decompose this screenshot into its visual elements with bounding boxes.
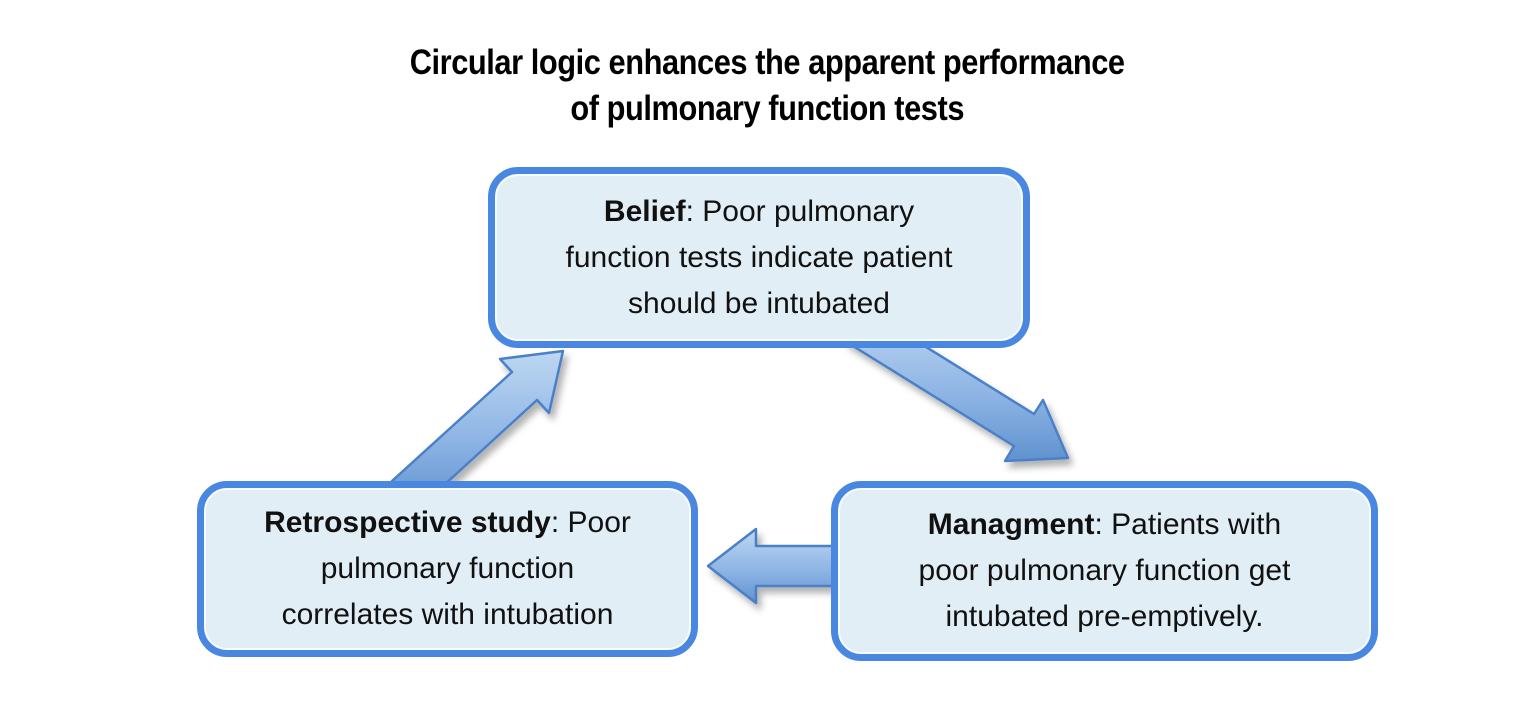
box-management-line3: intubated pre-emptively. (945, 600, 1264, 633)
box-management-label: Managment (927, 508, 1095, 541)
diagram-title: Circular logic enhances the apparent per… (0, 40, 1535, 132)
box-belief-label: Belief (603, 194, 686, 228)
box-belief-line2: function tests indicate patient (565, 240, 953, 274)
arrow-management-to-retrospective (706, 527, 847, 605)
box-retrospective-line1-rest: : Poor (550, 506, 631, 539)
diagram-title-line1: Circular logic enhances the apparent per… (410, 43, 1125, 82)
box-retrospective-line3: correlates with intubation (281, 598, 614, 631)
box-retrospective-line2: pulmonary function (320, 552, 575, 585)
box-management-line2: poor pulmonary function get (918, 554, 1291, 587)
box-retrospective-label: Retrospective study (264, 506, 551, 539)
box-retrospective-line1: Retrospective study: Poor (264, 500, 631, 546)
box-retrospective: Retrospective study: Poor pulmonary func… (197, 481, 698, 657)
box-belief: Belief: Poor pulmonary function tests in… (488, 167, 1030, 348)
box-management-line1: Managment: Patients with (928, 502, 1281, 548)
box-management-line1-rest: : Patients with (1094, 508, 1282, 541)
box-belief-line1: Belief: Poor pulmonary (604, 189, 914, 235)
box-belief-line1-rest: : Poor pulmonary (685, 194, 915, 228)
box-belief-line3: should be intubated (628, 286, 890, 320)
diagram-title-line2: of pulmonary function tests (570, 89, 965, 128)
box-management: Managment: Patients with poor pulmonary … (831, 481, 1378, 661)
